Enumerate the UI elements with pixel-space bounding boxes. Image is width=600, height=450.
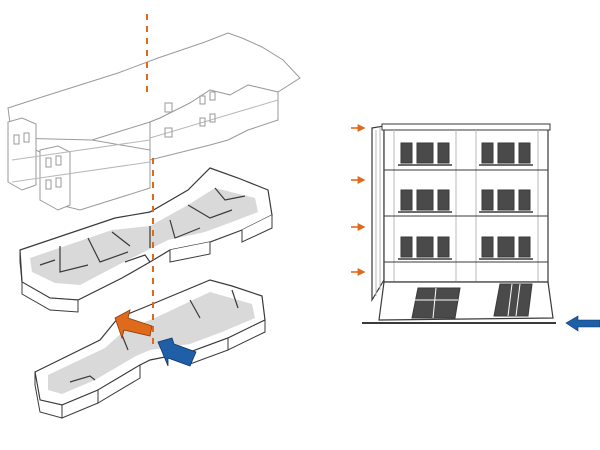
- window: [400, 236, 413, 258]
- storefront-windows: [411, 283, 533, 319]
- window: [497, 236, 515, 258]
- middle-floor-plan: [19, 167, 273, 313]
- front-elevation: [351, 123, 600, 332]
- window: [518, 142, 531, 164]
- window: [518, 189, 531, 211]
- window: [497, 189, 515, 211]
- window: [437, 236, 450, 258]
- vertical-axis-dashed-line: [146, 14, 154, 345]
- window: [481, 236, 494, 258]
- side-wall: [371, 125, 385, 303]
- window: [481, 189, 494, 211]
- window: [437, 189, 450, 211]
- window: [437, 142, 450, 164]
- side-arrows: [351, 124, 366, 276]
- window: [400, 189, 413, 211]
- window: [400, 142, 413, 164]
- window: [416, 189, 434, 211]
- window: [518, 236, 531, 258]
- blue-entry-arrow: [157, 337, 197, 367]
- storefront-window: [411, 287, 461, 319]
- window: [416, 236, 434, 258]
- exploded-axonometric: [7, 14, 301, 419]
- window: [497, 142, 515, 164]
- orange-entry-arrow: [114, 309, 153, 340]
- window: [481, 142, 494, 164]
- arrow-icon: [157, 337, 197, 367]
- upper-windows: [400, 142, 531, 258]
- ground-floor-plan: [34, 279, 266, 419]
- bay-window-mid: [39, 145, 71, 211]
- arrow-icon: [114, 309, 153, 340]
- cornice: [381, 123, 551, 131]
- window: [416, 142, 434, 164]
- arrow-icon: [565, 315, 600, 332]
- ground-floor-fill: [48, 292, 255, 394]
- storefront-window: [493, 283, 533, 317]
- upper-building-mass: [7, 32, 301, 211]
